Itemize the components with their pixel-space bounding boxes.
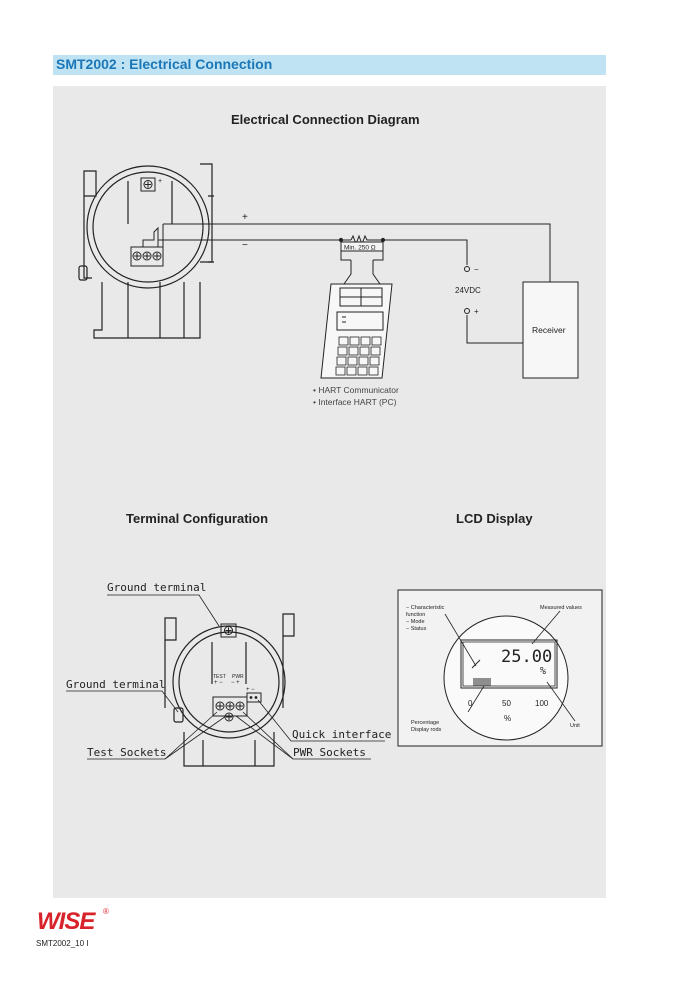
- scale-50: 50: [502, 699, 511, 708]
- receiver-box: [522, 281, 579, 379]
- percentage-label: Percentage: [411, 720, 439, 726]
- wise-logo: WISE ®: [37, 907, 109, 933]
- hart-communicator-label: • HART Communicator: [313, 385, 399, 395]
- legend-function: function: [406, 612, 425, 618]
- lcd-display-title: LCD Display: [456, 511, 533, 526]
- pwr-sockets-label: PWR Sockets: [293, 746, 366, 759]
- registered-mark: ®: [103, 907, 109, 916]
- quick-interface-polarity: + −: [246, 687, 255, 693]
- pwr-label: PWR: [232, 674, 244, 680]
- content-panel: [53, 86, 606, 898]
- pwr-polarity: − +: [231, 680, 240, 686]
- header-bar: SMT2002 : Electrical Connection: [53, 55, 606, 75]
- lcd-bezel: [443, 615, 569, 741]
- display-rods-label: Display rods: [411, 727, 442, 733]
- percentage-bar-graph: [473, 678, 491, 686]
- scale-0: 0: [468, 699, 473, 708]
- ground-terminal-top-label: Ground terminal: [107, 581, 206, 594]
- brand-name: WISE: [37, 908, 96, 933]
- terminal-config-title: Terminal Configuration: [126, 511, 269, 526]
- ground-terminal-side-label: Ground terminal: [66, 678, 165, 691]
- transmitter-housing: [78, 163, 214, 339]
- scale-100: 100: [535, 699, 549, 708]
- interface-hart-label: • Interface HART (PC): [313, 397, 397, 407]
- measured-values-label: Measured values: [540, 605, 582, 611]
- loop-plus-label: +: [242, 212, 248, 223]
- resistor-label: Min. 250 Ω: [344, 245, 376, 252]
- transmitter-plus-mark: +: [158, 178, 162, 185]
- legend-status: − Status: [406, 626, 427, 632]
- power-supply: [464, 266, 470, 314]
- test-label: TEST: [213, 674, 226, 680]
- terminal-leader-lines: [66, 594, 385, 760]
- legend-mode: − Mode: [406, 619, 425, 625]
- transmitter-terminals: [130, 177, 164, 267]
- terminal-housing: [164, 613, 295, 767]
- unit-label: Unit: [570, 723, 580, 729]
- lcd-leader-lines: [444, 610, 576, 722]
- test-sockets-label: Test Sockets: [87, 746, 166, 759]
- supply-minus-label: −: [474, 265, 479, 274]
- hart-communicator-device: [320, 283, 393, 379]
- resistor-symbol: [338, 234, 386, 252]
- loop-wiring: [158, 223, 551, 344]
- scale-unit: %: [504, 714, 511, 723]
- lcd-screen: [460, 639, 558, 689]
- status-segment: [471, 659, 481, 669]
- terminal-block: [212, 623, 262, 722]
- receiver-label: Receiver: [532, 325, 566, 335]
- page-code: SMT2002_10 I: [36, 939, 89, 948]
- test-polarity: + −: [214, 680, 223, 686]
- lcd-measured-value: 25.00: [501, 647, 552, 667]
- lcd-unit-symbol: %: [540, 666, 546, 677]
- electrical-diagram-title: Electrical Connection Diagram: [231, 112, 420, 127]
- legend-characteristic: − Characteristic: [406, 605, 445, 611]
- loop-minus-label: −: [242, 240, 248, 251]
- supply-plus-label: +: [474, 307, 479, 316]
- supply-voltage-label: 24VDC: [455, 286, 481, 295]
- lcd-screen-inner: [462, 641, 556, 687]
- quick-interface-label: Quick interface: [292, 728, 391, 741]
- page-title: SMT2002 : Electrical Connection: [56, 56, 273, 72]
